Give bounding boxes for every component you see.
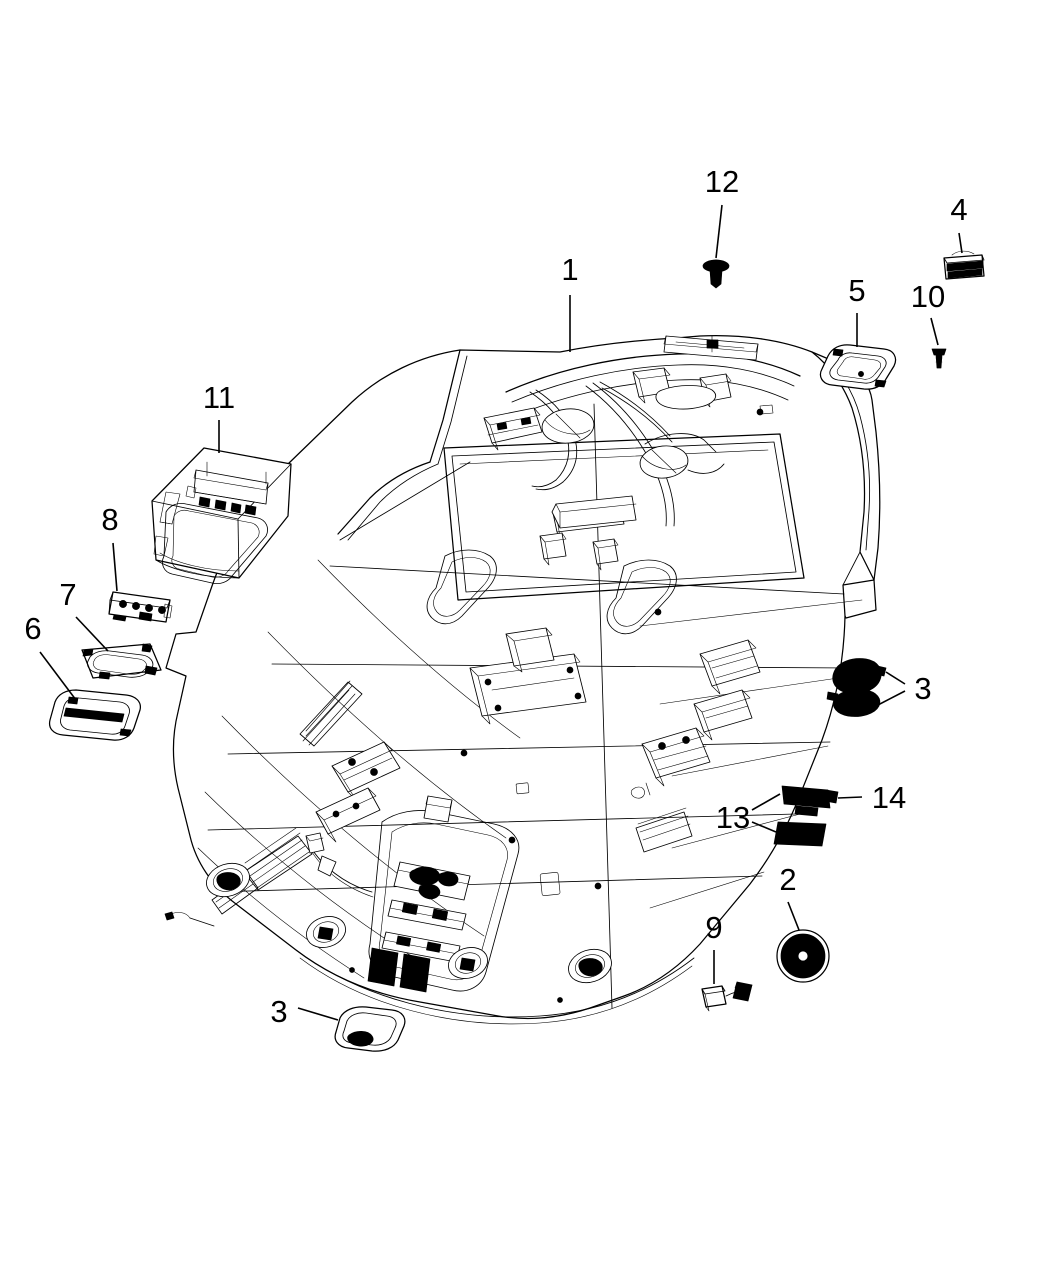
leader-13-lower	[751, 821, 777, 833]
callout-6: 6	[24, 611, 41, 646]
callout-5: 5	[848, 273, 865, 308]
speaker-grille-right-rear	[447, 947, 489, 979]
part-lamp-retainer-frame	[81, 643, 162, 680]
callout-numbers: 1 12 4 10 5 11 8 7 6 3 14 13 2 9 3	[24, 164, 967, 1029]
callout-7: 7	[59, 577, 76, 612]
part-screw-fastener	[931, 348, 947, 369]
callout-12: 12	[705, 164, 739, 199]
callout-14: 14	[872, 780, 906, 815]
callout-11: 11	[203, 380, 235, 415]
leader-2	[787, 901, 800, 931]
callout-3-right: 3	[914, 671, 931, 706]
leader-3a-lower	[875, 690, 906, 707]
leader-6	[39, 651, 77, 701]
speaker-grille-left-rear	[305, 916, 347, 948]
leader-8	[112, 542, 118, 592]
callout-8: 8	[101, 502, 118, 537]
leader-13-upper	[751, 793, 781, 811]
leader-4	[958, 232, 963, 254]
callout-9: 9	[705, 910, 722, 945]
part-dome-lamp-assembly	[832, 658, 887, 694]
speaker-grille-right-front	[568, 948, 612, 984]
leader-3a-upper	[885, 671, 906, 685]
part-switch-module	[108, 591, 173, 623]
part-overhead-console-housing	[151, 447, 292, 585]
part-dome-lamp-lens-bottom	[334, 1006, 406, 1052]
console-connectors	[367, 947, 431, 993]
callout-2: 2	[779, 862, 796, 897]
part-push-pin-retainer	[702, 259, 730, 289]
part-reading-lamp-module	[781, 785, 839, 817]
part-headliner-panel	[164, 335, 881, 1025]
part-speaker-grommet	[776, 929, 830, 983]
console-opening	[367, 795, 520, 993]
callout-1: 1	[561, 252, 578, 287]
speaker-grille-left-front	[206, 862, 250, 898]
callout-13: 13	[716, 800, 750, 835]
leader-12	[715, 204, 723, 259]
callout-3-bottom: 3	[270, 994, 287, 1029]
callout-4: 4	[950, 192, 967, 227]
part-wire-harness-clip	[943, 250, 985, 280]
part-reading-lamp-lens	[773, 821, 827, 847]
part-microphone-sensor	[701, 981, 753, 1012]
left-rib-strip-upper	[299, 680, 363, 747]
callout-leaders	[39, 204, 963, 1021]
part-dome-lamp-lens-right	[826, 689, 881, 717]
leader-10	[930, 317, 939, 346]
leader-14	[837, 796, 863, 799]
callout-10: 10	[911, 279, 945, 314]
part-courtesy-lamp-bezel	[819, 344, 897, 390]
leader-7	[75, 616, 109, 652]
leader-3b	[297, 1007, 339, 1021]
left-rib-strip-lower	[243, 827, 313, 891]
part-lamp-lens-bezel	[48, 689, 142, 741]
right-rib-strip	[635, 807, 693, 853]
